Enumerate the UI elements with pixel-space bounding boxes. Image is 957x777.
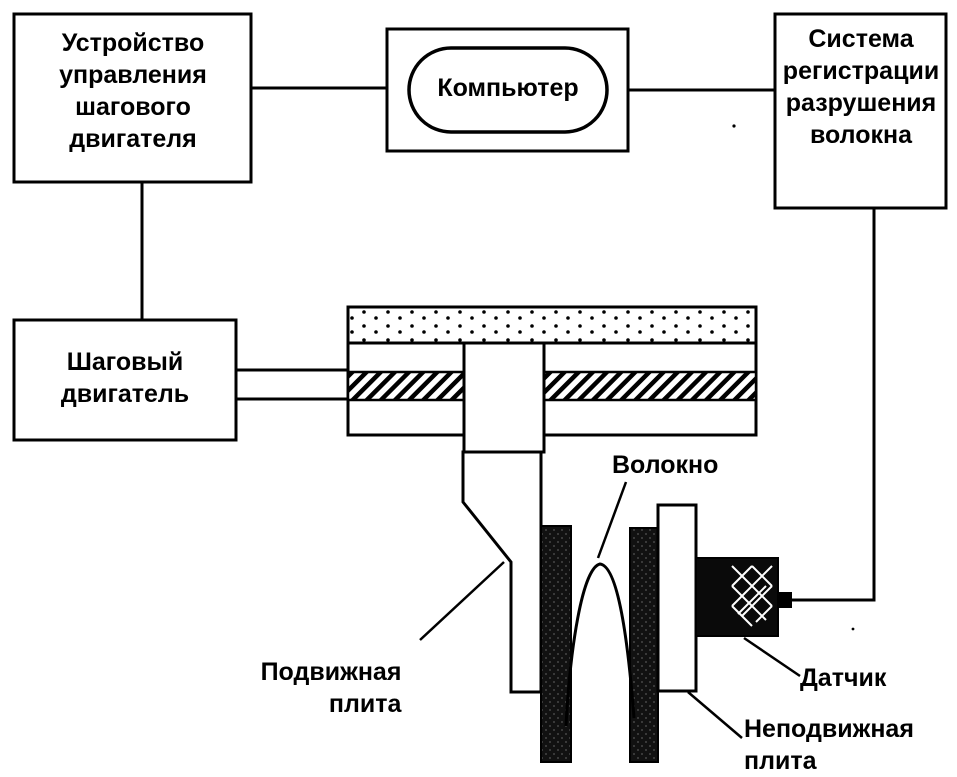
lead-screw-hatched <box>346 370 758 402</box>
fracture-system-line: разрушения <box>785 89 937 117</box>
sensor-connector <box>778 592 792 608</box>
fixed-plate-label: Неподвижная плита <box>744 713 914 777</box>
fixed-clamp-pad <box>629 527 659 763</box>
system-sensor-link <box>790 208 876 602</box>
fracture-system-line: регистрации <box>782 57 940 85</box>
stepper-motor-label: Шаговый двигатель <box>61 346 189 410</box>
computer-label: Компьютер <box>437 74 579 102</box>
speck <box>851 627 855 631</box>
fiber-loop <box>564 562 636 727</box>
sensor-crosshatch <box>731 565 773 627</box>
fracture-system-label: Система регистрации разрушения волокна <box>783 23 939 151</box>
fiber-leader <box>596 481 628 559</box>
carriage-block <box>462 341 546 454</box>
movable-plate-label: Подвижная плита <box>261 656 402 720</box>
stepper-controller-line: двигателя <box>69 125 197 153</box>
stepper-controller-label: Устройство управления шагового двигателя <box>59 27 207 155</box>
stepper-controller-line: шагового <box>75 93 191 121</box>
fracture-system-line: Система <box>808 25 914 53</box>
stepper-motor-box <box>12 318 238 442</box>
stepper-controller-box <box>12 12 253 184</box>
fixed-plate-line: Неподвижная <box>744 715 914 743</box>
movable-plate-leader <box>419 561 505 641</box>
movable-clamp-pad <box>540 525 572 763</box>
fiber-label: Волокно <box>612 451 719 479</box>
fixed-plate-leader <box>687 691 743 739</box>
guide-dotted-rail <box>346 305 758 345</box>
fracture-system-box <box>773 12 948 210</box>
fracture-system-line: волокна <box>809 121 913 149</box>
fixed-plate-body <box>656 503 698 693</box>
movable-plate-line: плита <box>328 690 402 718</box>
stepper-motor-line: Шаговый <box>66 348 184 376</box>
movable-plate-holder <box>461 450 543 694</box>
computer-inner-rounded <box>407 46 609 134</box>
movable-plate-line: Подвижная <box>260 658 402 686</box>
stepper-controller-line: Устройство <box>61 29 205 57</box>
stepper-motor-line: двигатель <box>60 380 190 408</box>
sensor-leader <box>743 636 801 678</box>
speck <box>732 124 736 128</box>
sensor-label: Датчик <box>800 664 887 692</box>
stepper-controller-line: управления <box>59 61 207 89</box>
fixed-plate-line: плита <box>744 747 817 775</box>
